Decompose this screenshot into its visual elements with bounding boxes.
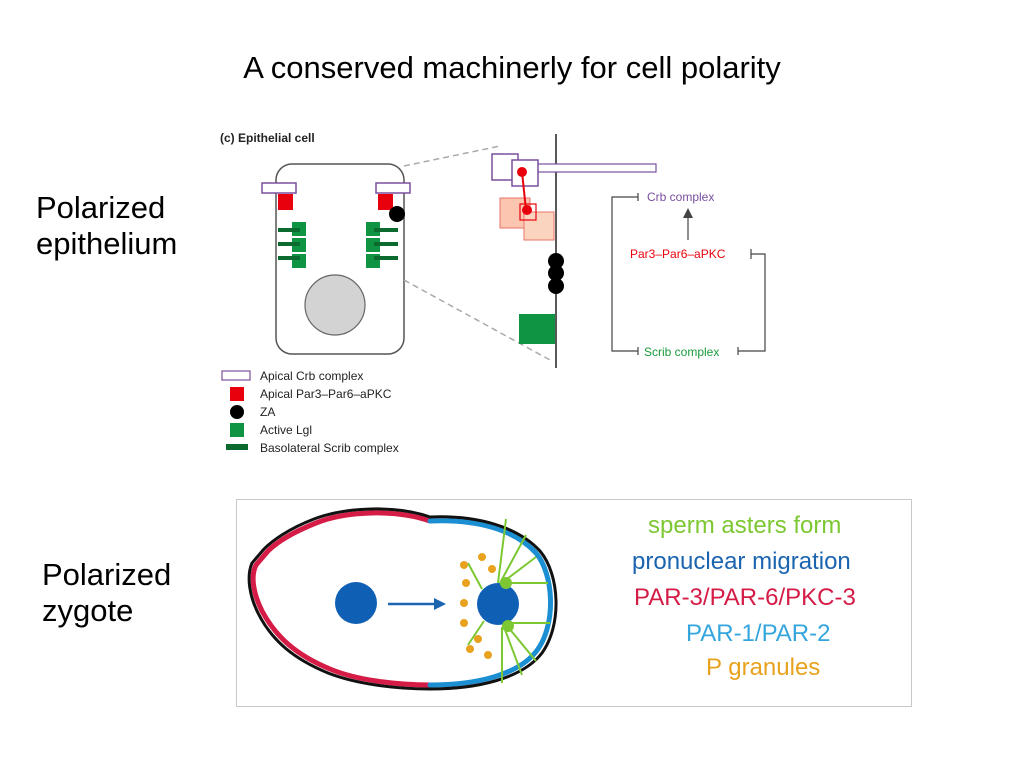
label-line: Polarized [36, 190, 166, 225]
lgl-box-zoom [519, 314, 555, 344]
legend-par-swatch [230, 387, 244, 401]
maternal-pronucleus [335, 582, 377, 624]
scrib-bar [374, 242, 398, 246]
scrib-bar [278, 242, 300, 246]
par-box-outline [519, 203, 537, 221]
legend-pronuclear-migration: pronuclear migration [632, 548, 851, 575]
label-line: Polarized [42, 557, 172, 592]
par-dot [517, 167, 527, 177]
centrosome-dot [500, 577, 512, 589]
za-dot [548, 278, 564, 294]
crb-complex-label: Crb complex [647, 190, 714, 204]
legend-label: Apical Par3–Par6–aPKC [260, 387, 392, 401]
crb-bar-left [261, 182, 297, 194]
za-dot [548, 265, 564, 281]
legend-za-swatch [230, 405, 244, 419]
legend-label: ZA [260, 405, 275, 419]
legend-p-granules: P granules [706, 654, 820, 681]
par-dot [522, 205, 532, 215]
nucleus [304, 274, 366, 336]
legend: Apical Crb complex Apical Par3–Par6–aPKC… [221, 369, 399, 455]
anterior-par3-cortex [250, 510, 433, 688]
zoom-line [403, 145, 501, 167]
za-dot [548, 253, 564, 269]
za-dot [389, 206, 405, 222]
zygote-figure: sperm asters form pronuclear migration P… [236, 499, 912, 707]
label-polarized-epithelium: Polarized epithelium [36, 190, 177, 262]
pathway-left-bracket [611, 196, 638, 352]
lgl-square [366, 222, 380, 236]
legend-label: Basolateral Scrib complex [260, 441, 399, 455]
eggshell-posterior [428, 515, 558, 691]
legend-par3: PAR-3/PAR-6/PKC-3 [634, 584, 856, 611]
slide-title: A conserved machinerly for cell polarity [243, 50, 781, 85]
legend-par1: PAR-1/PAR-2 [686, 620, 830, 647]
legend-scrib-swatch [226, 444, 248, 450]
scrib-bar [374, 256, 398, 260]
par-square-left [278, 194, 293, 210]
label-line: epithelium [36, 226, 178, 261]
pathway-right-bracket [738, 253, 766, 352]
migration-arrowhead [434, 598, 446, 610]
label-polarized-zygote: Polarized zygote [42, 557, 171, 629]
scrib-complex-label: Scrib complex [644, 345, 719, 359]
scrib-bar [278, 228, 300, 232]
posterior-par1-cortex [427, 518, 554, 688]
par-box-zoom [523, 211, 555, 241]
par-square-right [378, 194, 393, 210]
paternal-pronucleus [477, 583, 519, 625]
legend-sperm-asters: sperm asters form [648, 512, 841, 539]
scrib-bar [278, 256, 300, 260]
legend-label: Active Lgl [260, 423, 312, 437]
crb-bar-right [375, 182, 411, 194]
crb-bar-zoom [529, 163, 657, 173]
lgl-square [366, 238, 380, 252]
legend-label: Apical Crb complex [260, 369, 363, 383]
label-line: zygote [42, 593, 134, 628]
panel-title: (c) Epithelial cell [220, 131, 315, 145]
eggshell-anterior [247, 507, 432, 691]
par-link-line [521, 171, 527, 211]
centrosome-dot [502, 620, 514, 632]
legend-crb-swatch [221, 370, 251, 381]
legend-lgl-swatch [230, 423, 244, 437]
scrib-bar [374, 228, 398, 232]
zoom-line [403, 279, 551, 361]
p-granules [460, 553, 496, 659]
par-complex-label: Par3–Par6–aPKC [630, 247, 726, 261]
epithelial-cell-figure: (c) Epithelial cell Crb complex Par3–Par… [220, 131, 766, 455]
arrowhead [683, 208, 693, 218]
